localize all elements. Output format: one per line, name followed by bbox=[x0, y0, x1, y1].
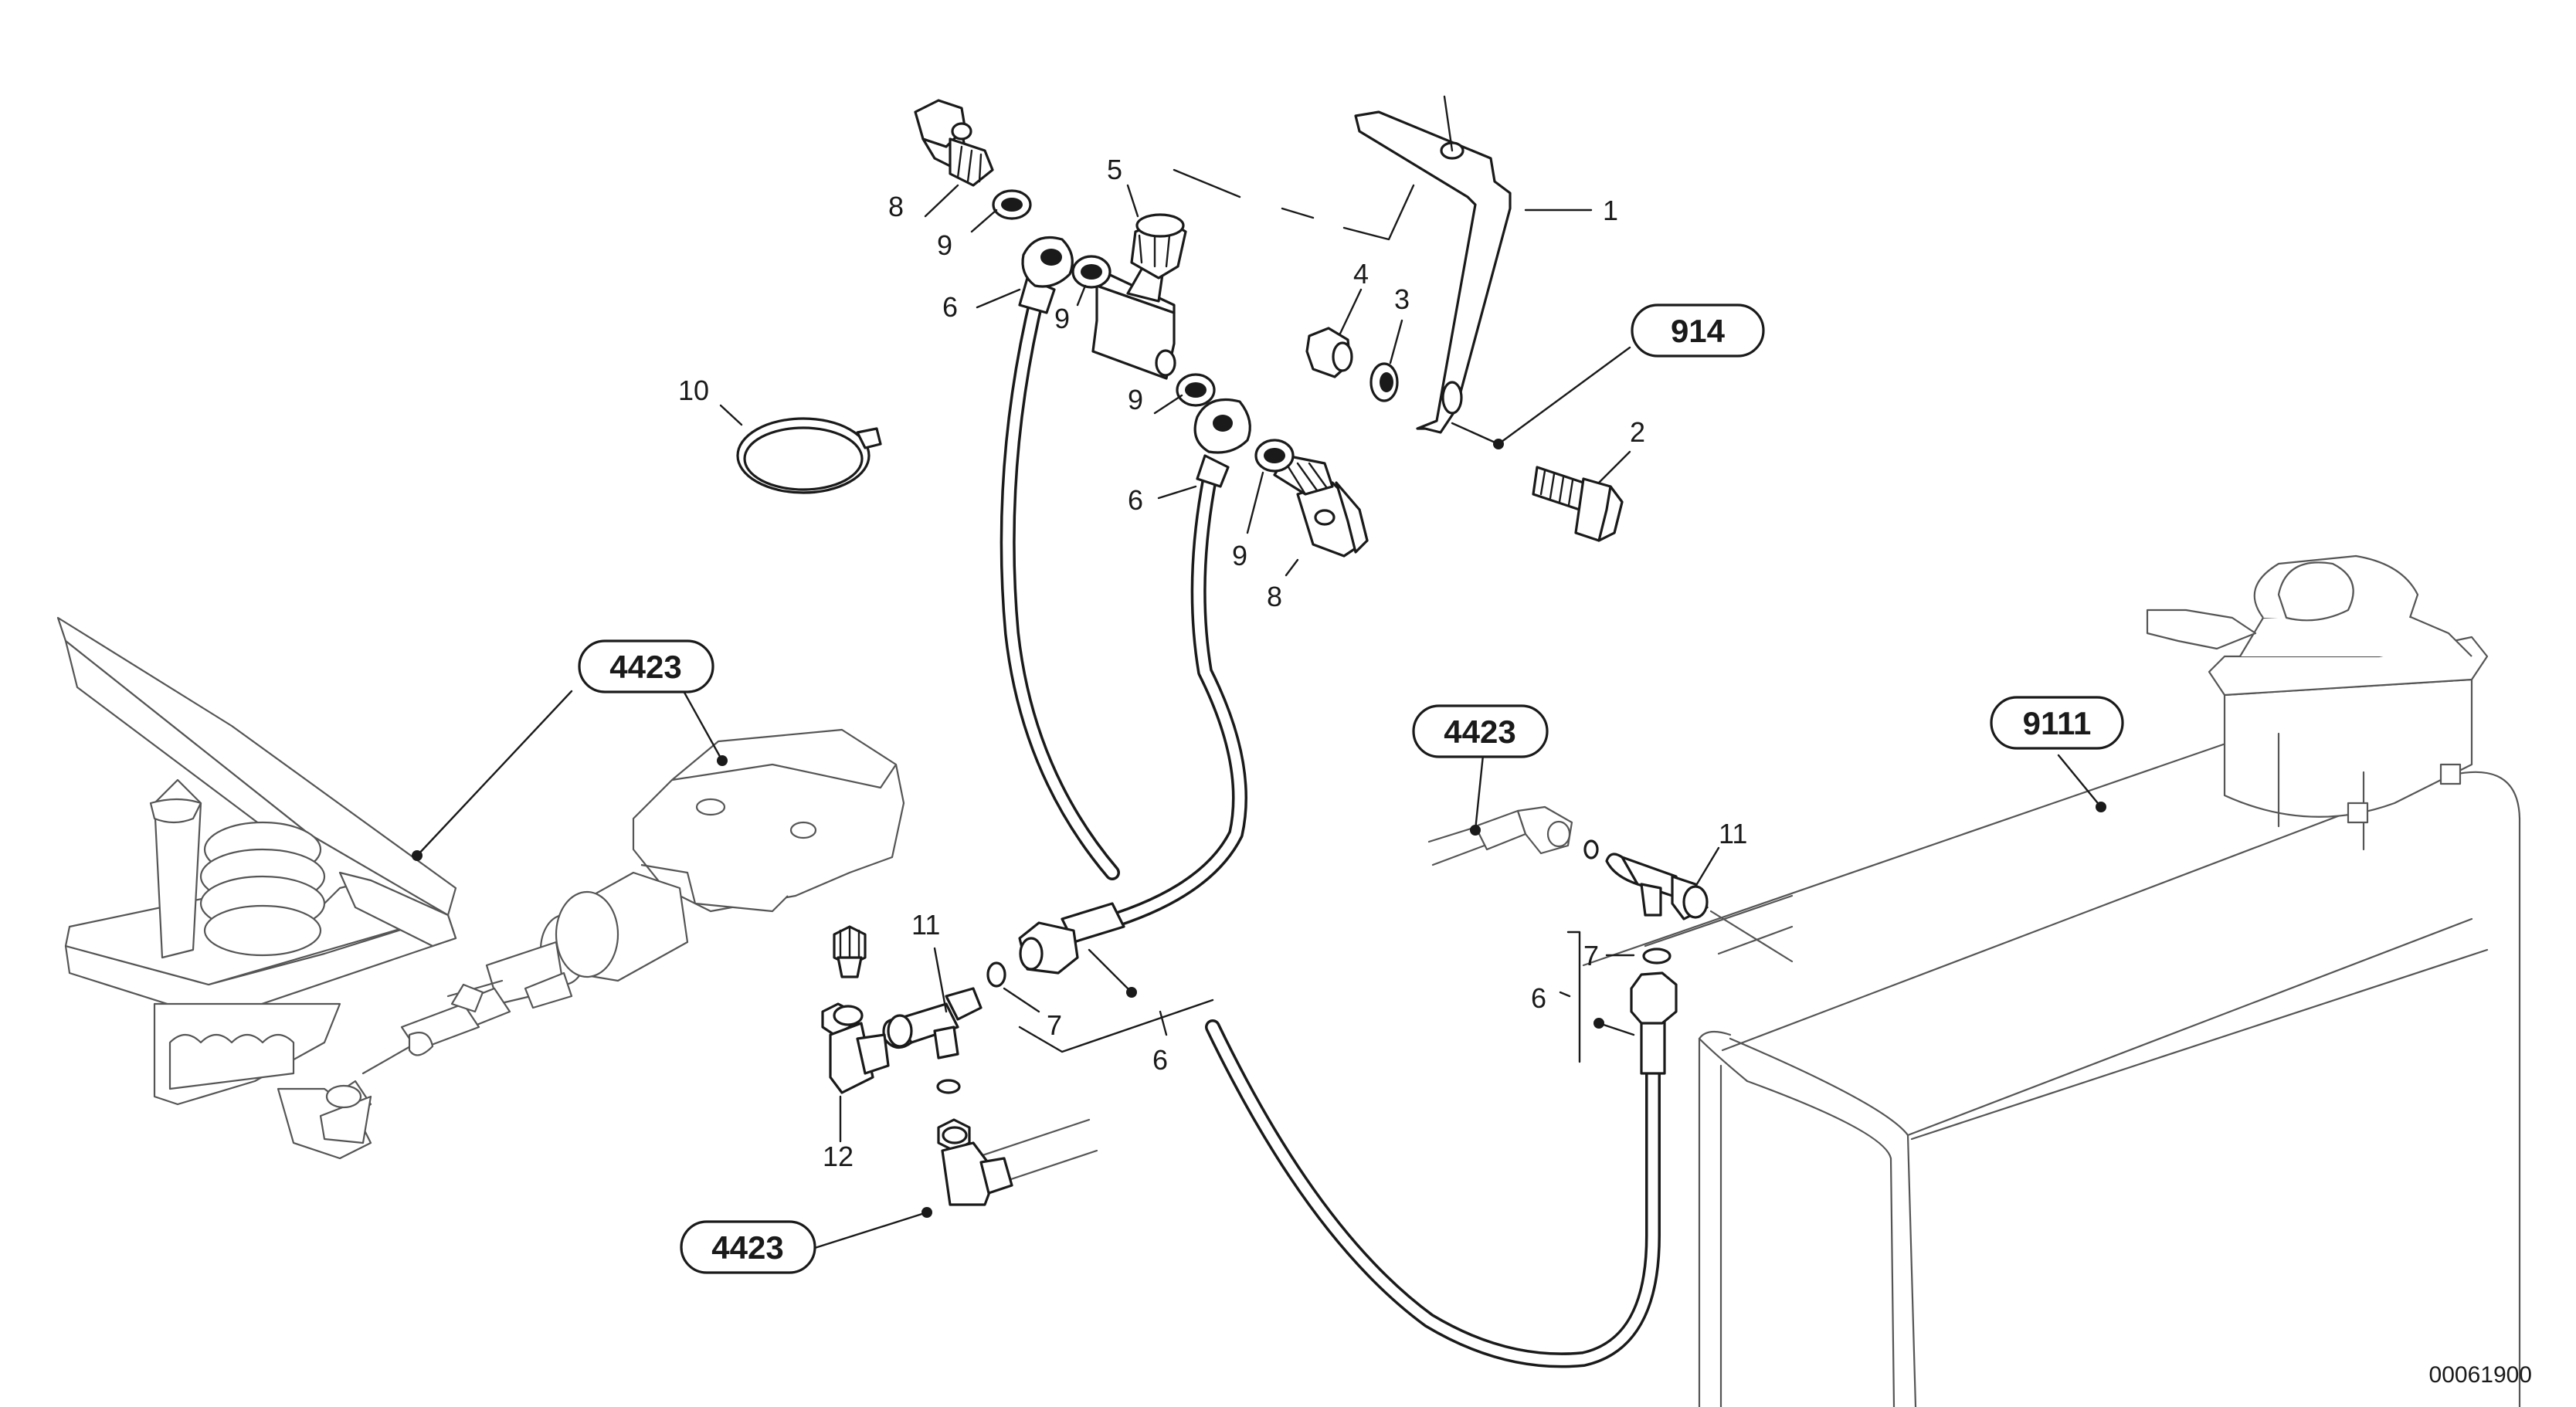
nut-4 bbox=[1305, 327, 1353, 378]
o-ring-7-left bbox=[986, 961, 1006, 988]
label-10: 10 bbox=[678, 375, 709, 406]
callout-4423-hose: 4423 bbox=[1412, 704, 1549, 758]
washer-9-d bbox=[1254, 439, 1295, 473]
callout-914-text: 914 bbox=[1671, 313, 1726, 349]
banjo-bolt-8-top bbox=[914, 99, 994, 187]
label-6-d: 6 bbox=[1531, 982, 1546, 1014]
label-6-c: 6 bbox=[1152, 1044, 1168, 1076]
valve-5 bbox=[1091, 213, 1187, 380]
label-9-d: 9 bbox=[1232, 540, 1247, 571]
hose-6-left bbox=[1000, 236, 1120, 880]
callout-9111: 9111 bbox=[1990, 696, 2124, 750]
label-12: 12 bbox=[823, 1141, 854, 1172]
bolt-2 bbox=[1532, 466, 1624, 542]
label-9-b: 9 bbox=[1054, 303, 1070, 334]
hose-6-lower bbox=[1205, 971, 1678, 1368]
callout-914: 914 bbox=[1631, 303, 1765, 358]
label-9-a: 9 bbox=[937, 229, 952, 261]
label-11-right: 11 bbox=[1719, 818, 1747, 849]
callout-4423-hose-text: 4423 bbox=[1444, 714, 1515, 750]
label-8-lower: 8 bbox=[1267, 581, 1282, 612]
callout-4423-bottom-text: 4423 bbox=[711, 1229, 783, 1266]
washer-9-b bbox=[1071, 255, 1112, 289]
hose-6-middle bbox=[1018, 398, 1251, 975]
washer-9-a bbox=[992, 189, 1032, 220]
label-6-a: 6 bbox=[942, 291, 958, 323]
banjo-bolt-8-lower bbox=[1273, 454, 1369, 558]
mounting-bracket bbox=[1354, 95, 1512, 434]
callout-4423-pedal-text: 4423 bbox=[609, 649, 681, 685]
nipple-fitting bbox=[833, 925, 867, 978]
elbow-fitting-lower bbox=[937, 1118, 1098, 1206]
label-7-right: 7 bbox=[1583, 940, 1599, 971]
leader-lines bbox=[416, 168, 2103, 1249]
brake-pedal-assembly bbox=[56, 616, 905, 1160]
label-8-top: 8 bbox=[888, 191, 904, 222]
hose-4423-stub bbox=[1427, 805, 1573, 866]
label-1: 1 bbox=[1603, 195, 1618, 226]
callout-4423-pedal: 4423 bbox=[578, 639, 714, 693]
drawing-number: 00061900 bbox=[2429, 1362, 2532, 1388]
label-6-b: 6 bbox=[1128, 484, 1143, 516]
part-number-labels: 1 2 3 4 5 8 9 6 9 10 9 6 9 8 11 7 6 12 1… bbox=[678, 154, 1747, 1172]
hose-clamp-10 bbox=[736, 417, 882, 494]
label-7-left: 7 bbox=[1047, 1009, 1062, 1041]
callout-9111-text: 9111 bbox=[2023, 705, 2092, 741]
label-2: 2 bbox=[1630, 416, 1645, 448]
o-ring-7-right bbox=[1583, 839, 1672, 965]
fuel-tank bbox=[1582, 554, 2521, 1407]
label-4: 4 bbox=[1353, 258, 1369, 290]
callout-4423-bottom: 4423 bbox=[680, 1220, 816, 1274]
label-3: 3 bbox=[1394, 283, 1410, 315]
leader-dots bbox=[412, 439, 2106, 1218]
label-11-left: 11 bbox=[911, 909, 940, 941]
label-5: 5 bbox=[1107, 154, 1122, 185]
washer-3 bbox=[1369, 362, 1399, 402]
label-9-c: 9 bbox=[1128, 384, 1143, 415]
o-ring-lower bbox=[936, 1079, 961, 1094]
tee-fitting-11-right bbox=[1605, 853, 1794, 963]
tee-fitting-11-left bbox=[882, 987, 983, 1059]
elbow-fitting-12 bbox=[821, 1002, 890, 1094]
washer-9-c bbox=[1176, 373, 1216, 407]
